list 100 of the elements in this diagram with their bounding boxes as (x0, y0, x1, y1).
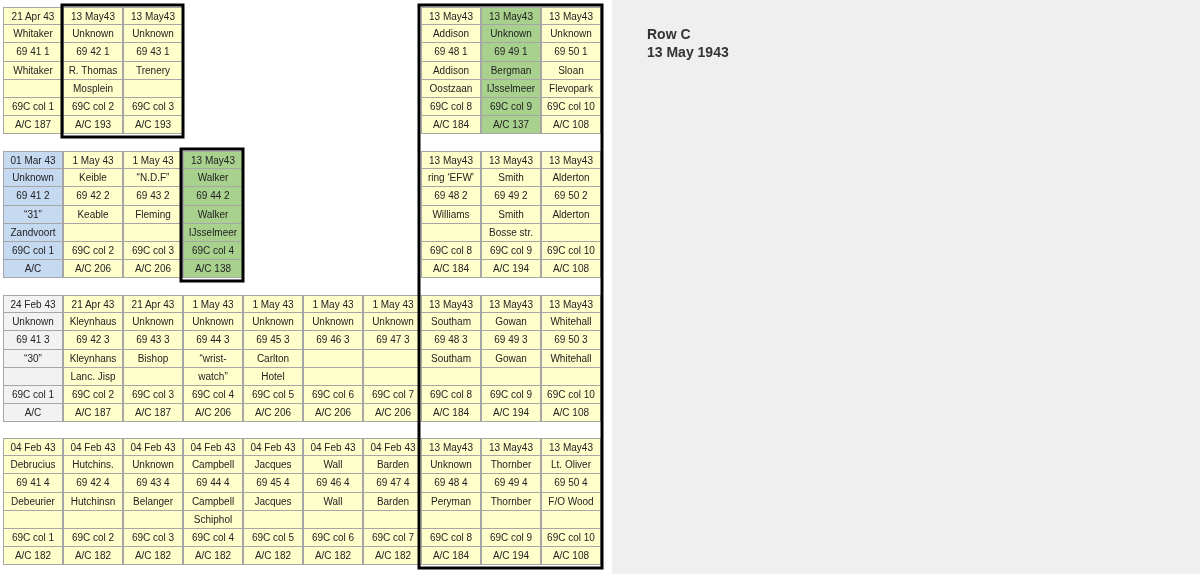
name-text: Alderton (541, 205, 601, 224)
grave-number: 69 42 3 (63, 331, 123, 350)
grave-column (421, 295, 481, 423)
name-text: Whitaker (3, 61, 63, 80)
name-text: “30” (3, 349, 63, 368)
name-text: Unknown (3, 169, 63, 188)
aircraft-text: A/C 187 (3, 116, 63, 135)
name-text: Hutchins. (63, 456, 123, 475)
grave-number: 69 41 2 (3, 187, 63, 206)
name-text: Campbell (183, 492, 243, 511)
aircraft-text: A/C (3, 404, 63, 423)
name-text: Addison (421, 61, 481, 80)
date-text: 21 Apr 43 (3, 7, 63, 26)
name-text: R. Thomas (63, 61, 123, 80)
name-text: Sloan (541, 61, 601, 80)
date-text: 13 May43 (481, 295, 541, 314)
date-text: 13 May43 (481, 438, 541, 457)
grave-column (63, 295, 123, 423)
name-text: Keible (63, 169, 123, 188)
name-text: Southam (421, 349, 481, 368)
grave-number: 69 43 1 (123, 43, 183, 62)
date-text: 13 May43 (183, 151, 243, 170)
column-text: 69C col 8 (421, 98, 481, 117)
grave-number: 69 49 3 (481, 331, 541, 350)
column-text: 69C col 8 (421, 386, 481, 405)
grave-number: 69 41 1 (3, 43, 63, 62)
date-text: 04 Feb 43 (3, 438, 63, 457)
grave-column (481, 438, 541, 566)
place-text: Bosse str. (481, 223, 541, 242)
grave-column (3, 7, 63, 135)
aircraft-text: A/C (3, 260, 63, 279)
date-text: 13 May43 (481, 7, 541, 26)
aircraft-text: A/C 182 (303, 547, 363, 566)
aircraft-text: A/C 194 (481, 547, 541, 566)
aircraft-text: A/C 182 (3, 547, 63, 566)
grave-number: 69 44 3 (183, 331, 243, 350)
name-text: Southam (421, 313, 481, 332)
date-text: 24 Feb 43 (3, 295, 63, 314)
place-text: Hotel (243, 367, 303, 386)
grave-number: 69 49 1 (481, 43, 541, 62)
date-text: 04 Feb 43 (63, 438, 123, 457)
grave-column (63, 151, 123, 279)
name-text: Kleynhaus (63, 313, 123, 332)
grave-column (183, 438, 243, 566)
grave-column (123, 7, 183, 135)
column-text: 69C col 6 (303, 386, 363, 405)
name-text: Jacques (243, 456, 303, 475)
name-text: Debrucius (3, 456, 63, 475)
grave-column (541, 295, 601, 423)
aircraft-text: A/C 187 (123, 404, 183, 423)
name-text: Addison (421, 25, 481, 44)
column-text: 69C col 9 (481, 242, 541, 261)
grave-number: 69 42 2 (63, 187, 123, 206)
aircraft-text: A/C 187 (63, 404, 123, 423)
column-text: 69C col 6 (303, 529, 363, 548)
date-text: 13 May43 (541, 295, 601, 314)
name-text: Thornber (481, 492, 541, 511)
grave-number: 69 48 1 (421, 43, 481, 62)
aircraft-text: A/C 184 (421, 404, 481, 423)
aircraft-text: A/C 108 (541, 260, 601, 279)
column-text: 69C col 10 (541, 529, 601, 548)
place-text: Flevopark (541, 79, 601, 98)
grave-column (243, 438, 303, 566)
grave-number: 69 42 1 (63, 43, 123, 62)
grave-column (243, 295, 303, 423)
name-text: Trenery (123, 61, 183, 80)
name-text: Debeurier (3, 492, 63, 511)
date-text: 13 May43 (123, 7, 183, 26)
date-text: 13 May43 (481, 151, 541, 170)
name-text: Keable (63, 205, 123, 224)
place-text: Schiphol (183, 510, 243, 529)
column-text: 69C col 5 (243, 529, 303, 548)
grave-number: 69 44 2 (183, 187, 243, 206)
date-text: 01 Mar 43 (3, 151, 63, 170)
aircraft-text: A/C 137 (481, 116, 541, 135)
grave-number: 69 45 4 (243, 474, 303, 493)
aircraft-text: A/C 108 (541, 404, 601, 423)
aircraft-text: A/C 108 (541, 116, 601, 135)
date-text: 1 May 43 (63, 151, 123, 170)
grave-column (421, 438, 481, 566)
column-text: 69C col 2 (63, 529, 123, 548)
name-text: Gowan (481, 313, 541, 332)
name-text: Alderton (541, 169, 601, 188)
grave-number: 69 46 3 (303, 331, 363, 350)
grave-column (541, 151, 601, 279)
column-text: 69C col 8 (421, 242, 481, 261)
grave-number: 69 43 3 (123, 331, 183, 350)
column-text: 69C col 2 (63, 242, 123, 261)
name-text: “31” (3, 205, 63, 224)
place-text: Lanc. Jisp (63, 367, 123, 386)
grave-column (63, 438, 123, 566)
date-text: 1 May 43 (123, 151, 183, 170)
date-text: 13 May43 (421, 295, 481, 314)
date-text: 1 May 43 (183, 295, 243, 314)
aircraft-text: A/C 182 (243, 547, 303, 566)
grave-number: 69 50 2 (541, 187, 601, 206)
date-text: 13 May43 (541, 438, 601, 457)
place-text: watch” (183, 367, 243, 386)
name-text: Walker (183, 169, 243, 188)
name-text: Smith (481, 205, 541, 224)
